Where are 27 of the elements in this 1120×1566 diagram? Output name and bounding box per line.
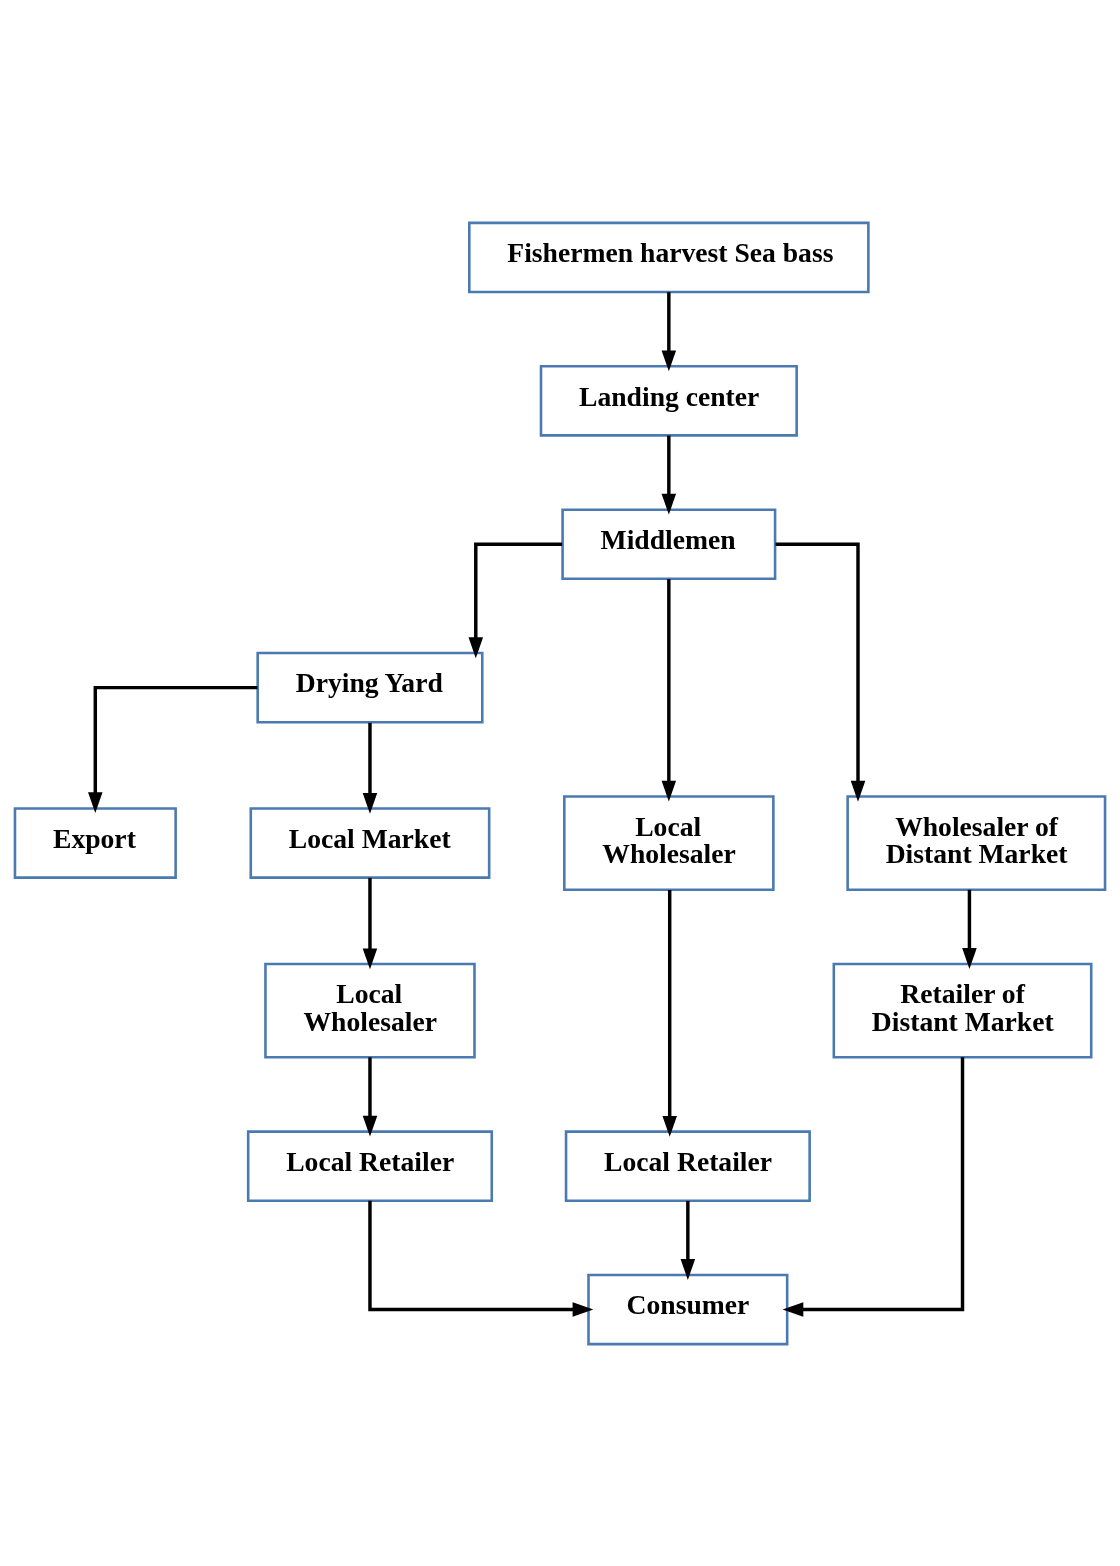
node-box: Landing center <box>539 364 798 437</box>
arrow <box>782 1056 965 1317</box>
node-box: Consumer <box>587 1273 789 1345</box>
arrow <box>962 889 977 969</box>
node-box: Export <box>13 806 177 879</box>
node-box: Local Wholesaler <box>264 962 476 1059</box>
arrow <box>775 542 866 802</box>
arrow <box>362 1056 378 1137</box>
arrow <box>362 722 378 814</box>
node-box: Local Retailer <box>564 1129 811 1202</box>
arrow <box>662 889 677 1137</box>
node-box: Local Retailer <box>246 1129 494 1202</box>
arrow <box>88 685 258 813</box>
node-box: Drying Yard <box>256 651 484 723</box>
arrow <box>680 1200 696 1280</box>
node-box: Retailer of Distant Market <box>832 962 1093 1059</box>
arrow <box>661 291 677 371</box>
arrow <box>368 1200 594 1317</box>
arrow <box>362 877 378 969</box>
node-box: Wholesaler of Distant Market <box>846 794 1107 891</box>
node-box: Fishermen harvest Sea bass <box>468 221 870 293</box>
node-box: Local Wholesaler <box>563 794 775 891</box>
node-box: Local Market <box>249 806 491 879</box>
node-box: Middlemen <box>561 507 777 580</box>
arrow <box>661 578 677 801</box>
arrow <box>468 542 563 658</box>
arrow <box>661 435 677 515</box>
